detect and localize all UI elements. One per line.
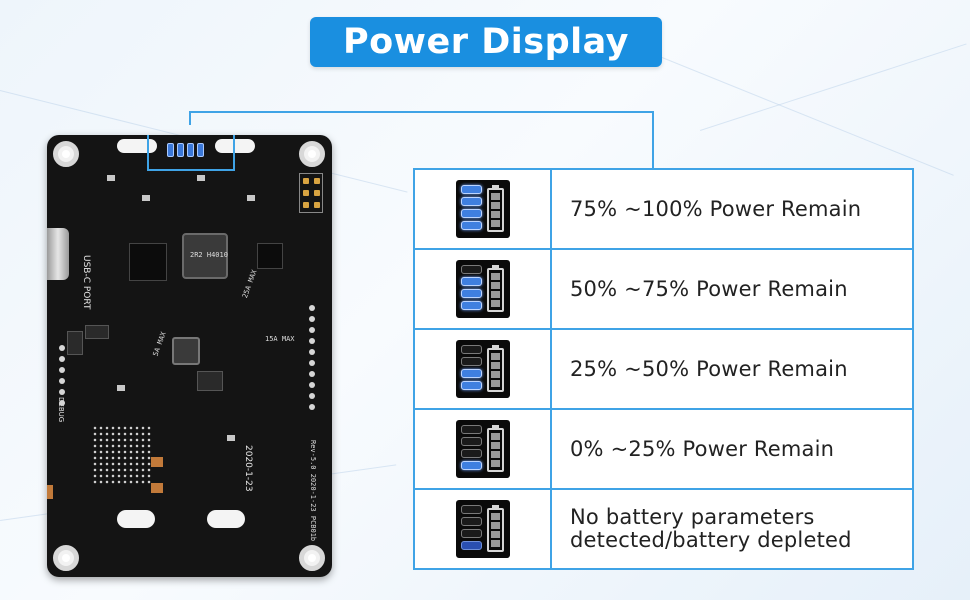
- status-text: 25% ~50% Power Remain: [570, 356, 848, 381]
- pcb-led: [197, 143, 204, 157]
- battery-2-bars-icon: [455, 340, 510, 398]
- controller-chip: [129, 243, 167, 281]
- background-line: [619, 40, 954, 176]
- controller-chip: [257, 243, 283, 269]
- smd-pad: [142, 195, 150, 201]
- smd-pad: [107, 175, 115, 181]
- battery-led-row: [167, 143, 207, 157]
- smd-pad: [227, 435, 235, 441]
- status-text-cell: 50% ~75% Power Remain: [552, 250, 912, 328]
- icon-cell: [415, 250, 552, 328]
- ic-chip: [85, 325, 109, 339]
- current-label: 25A MAX: [240, 268, 259, 300]
- pin-header: [299, 173, 323, 213]
- icon-cell: [415, 490, 552, 568]
- capacitor: [151, 483, 163, 493]
- status-text-cell: 25% ~50% Power Remain: [552, 330, 912, 408]
- status-text-cell: 75% ~100% Power Remain: [552, 170, 912, 248]
- pin-column: [309, 305, 315, 410]
- status-text: 75% ~100% Power Remain: [570, 196, 862, 221]
- battery-empty-icon: [455, 500, 510, 558]
- pcb-led: [167, 143, 174, 157]
- mounting-hole: [53, 141, 79, 167]
- inductor-label: 2R2 H4010: [190, 251, 228, 259]
- current-label: 5A MAX: [151, 330, 168, 358]
- table-row: 75% ~100% Power Remain: [415, 170, 912, 250]
- power-display-table: 75% ~100% Power Remain 50% ~75% Power Re…: [413, 168, 914, 570]
- current-label: 15A MAX: [265, 335, 295, 343]
- date-label: 2020-1-23: [243, 445, 253, 492]
- via-grid: [92, 425, 152, 485]
- led-highlight-box: [147, 135, 235, 171]
- pcb-board: USB-C PORT DEBUG 2R2 H4010 25A MAX 15A M…: [47, 135, 332, 577]
- icon-cell: [415, 170, 552, 248]
- status-text: 0% ~25% Power Remain: [570, 436, 835, 461]
- table-row: 0% ~25% Power Remain: [415, 410, 912, 490]
- connector-line: [189, 111, 654, 113]
- smd-pad: [247, 195, 255, 201]
- status-text: 50% ~75% Power Remain: [570, 276, 848, 301]
- background-line: [700, 43, 967, 131]
- table-row: No battery parameters detected/battery d…: [415, 490, 912, 568]
- revision-label: Rev-5.0 2020-1-23 PCB01b: [309, 440, 317, 542]
- power-inductor: 2R2 H4010: [182, 233, 228, 279]
- capacitor: [151, 457, 163, 467]
- capacitor: [47, 485, 53, 499]
- smd-pad: [117, 385, 125, 391]
- pin-column: [59, 345, 65, 406]
- usb-port-label: USB-C PORT: [81, 255, 91, 310]
- battery-3-bars-icon: [455, 260, 510, 318]
- ic-chip: [67, 331, 83, 355]
- battery-4-bars-icon: [455, 180, 510, 238]
- pcb-led: [187, 143, 194, 157]
- pcb-led: [177, 143, 184, 157]
- usb-c-connector: [47, 228, 69, 280]
- battery-1-bar-icon: [455, 420, 510, 478]
- page-title: Power Display: [342, 22, 629, 62]
- status-text-cell: 0% ~25% Power Remain: [552, 410, 912, 488]
- table-row: 25% ~50% Power Remain: [415, 330, 912, 410]
- status-text: No battery parameters detected/battery d…: [570, 505, 852, 552]
- status-text-cell: No battery parameters detected/battery d…: [552, 490, 912, 568]
- bottom-slot: [207, 510, 245, 528]
- table-row: 50% ~75% Power Remain: [415, 250, 912, 330]
- mounting-hole: [299, 545, 325, 571]
- top-slot: [215, 139, 255, 153]
- ic-chip: [197, 371, 223, 391]
- title-banner: Power Display: [310, 17, 662, 67]
- bottom-slot: [117, 510, 155, 528]
- smd-pad: [197, 175, 205, 181]
- mounting-hole: [299, 141, 325, 167]
- small-inductor: [172, 337, 200, 365]
- icon-cell: [415, 410, 552, 488]
- mounting-hole: [53, 545, 79, 571]
- connector-line: [189, 111, 191, 125]
- connector-line: [652, 111, 654, 169]
- icon-cell: [415, 330, 552, 408]
